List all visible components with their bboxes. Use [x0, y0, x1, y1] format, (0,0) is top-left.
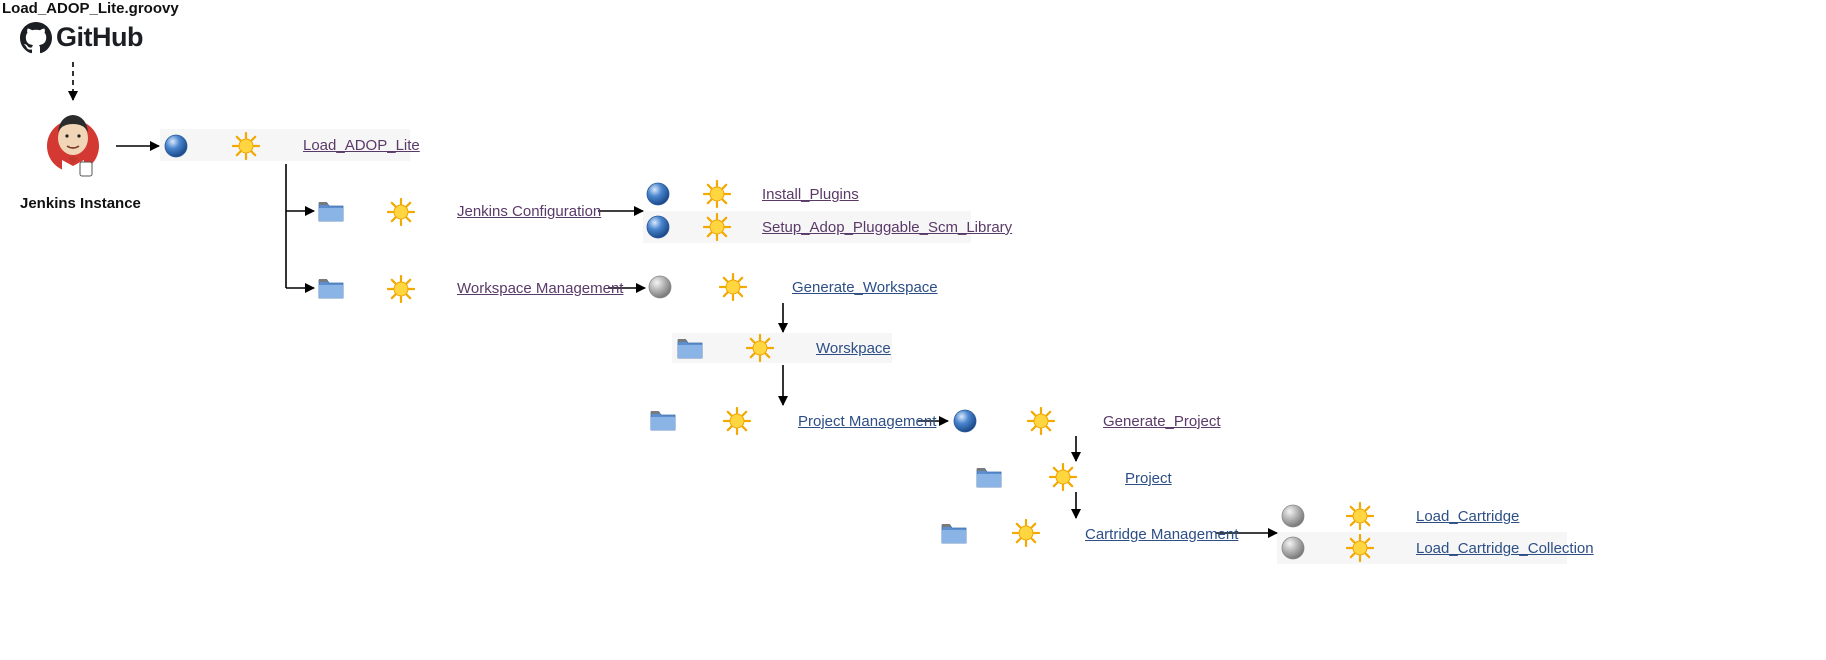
job-link-generate-project[interactable]: Generate_Project: [1103, 413, 1221, 430]
sun-icon: [232, 132, 260, 160]
blue-ball-icon: [646, 215, 670, 239]
folder-icon: [941, 524, 967, 544]
folder-icon: [976, 468, 1002, 488]
folder-link-cartridge-management[interactable]: Cartridge Management: [1085, 526, 1239, 543]
folder-icon: [650, 411, 676, 431]
folder-link-project-management[interactable]: Project Management: [798, 413, 937, 430]
row-background: [160, 129, 410, 161]
github-octocat-icon: [20, 22, 52, 54]
blue-ball-icon: [646, 182, 670, 206]
sun-icon: [719, 273, 747, 301]
sun-icon: [703, 180, 731, 208]
sun-icon: [703, 213, 731, 241]
folder-link-jenkins-configuration[interactable]: Jenkins Configuration: [457, 203, 602, 220]
jenkins-butler-icon: [47, 115, 99, 177]
sun-icon: [1346, 502, 1374, 530]
row-background: [1277, 532, 1567, 564]
sun-icon: [387, 198, 415, 226]
job-link-load-adop-lite[interactable]: Load_ADOP_Lite: [303, 137, 420, 154]
grey-ball-icon: [1281, 536, 1305, 560]
row-background: [643, 211, 971, 243]
job-link-install-plugins[interactable]: Install_Plugins: [762, 186, 859, 203]
sun-icon: [1012, 519, 1040, 547]
blue-ball-icon: [953, 409, 977, 433]
file-title: Load_ADOP_Lite.groovy: [2, 0, 179, 17]
sun-icon: [387, 275, 415, 303]
folder-link-workspace-management[interactable]: Workspace Management: [457, 280, 624, 297]
sun-icon: [746, 334, 774, 362]
folder-icon: [677, 339, 703, 359]
blue-ball-icon: [164, 134, 188, 158]
row-background: [672, 333, 892, 363]
jenkins-instance-label: Jenkins Instance: [20, 195, 141, 212]
sun-icon: [723, 407, 751, 435]
sun-icon: [1346, 534, 1374, 562]
job-link-load-cartridge[interactable]: Load_Cartridge: [1416, 508, 1520, 525]
folder-link-worskpace[interactable]: Worskpace: [816, 340, 891, 357]
job-link-setup-adop-pluggable-scm-library[interactable]: Setup_Adop_Pluggable_Scm_Library: [762, 219, 1013, 236]
job-link-generate-workspace[interactable]: Generate_Workspace: [792, 279, 938, 296]
folder-icon: [318, 202, 344, 222]
folder-link-project[interactable]: Project: [1125, 470, 1172, 487]
folder-icon: [318, 279, 344, 299]
github-wordmark: GitHub: [56, 22, 143, 52]
sun-icon: [1027, 407, 1055, 435]
sun-icon: [1049, 463, 1077, 491]
grey-ball-icon: [1281, 504, 1305, 528]
job-link-load-cartridge-collection[interactable]: Load_Cartridge_Collection: [1416, 540, 1594, 557]
grey-ball-icon: [648, 275, 672, 299]
